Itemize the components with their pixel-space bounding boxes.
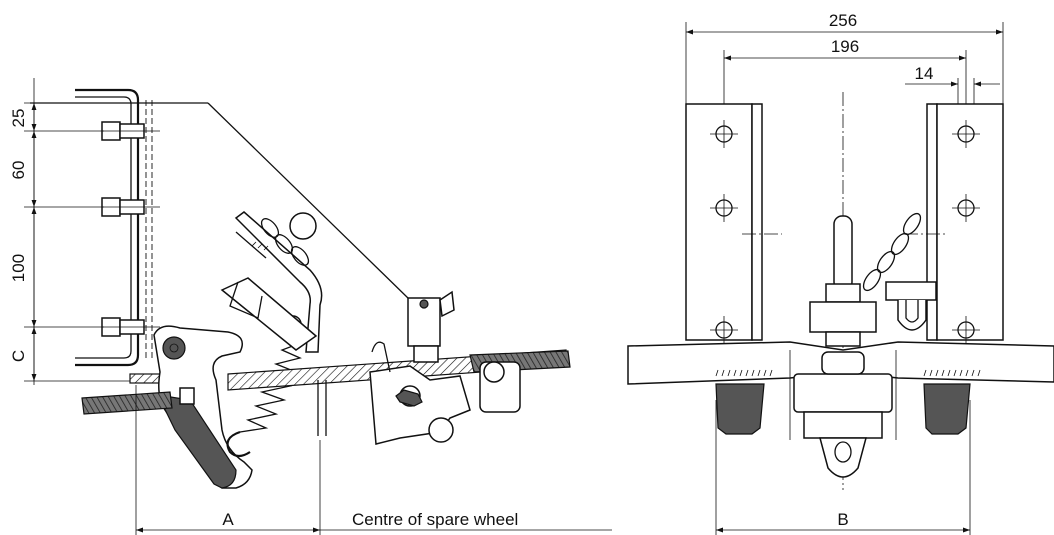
shackle xyxy=(885,281,937,331)
bolt-top xyxy=(101,121,160,141)
dimension-256 xyxy=(685,22,1004,104)
dim-label-196: 196 xyxy=(831,37,859,56)
front-chain xyxy=(862,212,922,292)
bolt-bottom xyxy=(101,317,160,337)
dimension-a xyxy=(135,385,612,535)
locking-pin xyxy=(809,215,877,347)
dim-label-a: A xyxy=(222,510,234,529)
right-side-plate xyxy=(926,103,1004,341)
front-view: 256 196 14 xyxy=(627,11,1054,535)
spare-wheel-centre-label: Centre of spare wheel xyxy=(352,510,518,529)
dim-label-100: 100 xyxy=(9,254,28,282)
vertical-dimension-chain xyxy=(24,78,136,385)
dim-label-b: B xyxy=(837,510,848,529)
locking-mechanism xyxy=(369,290,521,445)
mounting-bracket xyxy=(75,88,153,367)
bolt-middle xyxy=(101,197,160,217)
dimension-b xyxy=(715,400,971,535)
dim-label-25: 25 xyxy=(9,109,28,128)
carrier-diagonal xyxy=(207,102,411,301)
bolt-holes xyxy=(710,120,980,344)
safety-chain xyxy=(260,212,317,266)
dim-label-c: C xyxy=(9,350,28,362)
left-side-plate xyxy=(685,103,763,341)
lever-assembly xyxy=(220,211,323,353)
right-tyre-section xyxy=(923,383,971,435)
left-tyre-section xyxy=(715,383,765,435)
clamp-body xyxy=(789,350,897,478)
dim-label-14: 14 xyxy=(915,64,934,83)
dim-label-60: 60 xyxy=(9,161,28,180)
dim-label-256: 256 xyxy=(829,11,857,30)
side-view: 25 60 100 C xyxy=(9,78,612,535)
